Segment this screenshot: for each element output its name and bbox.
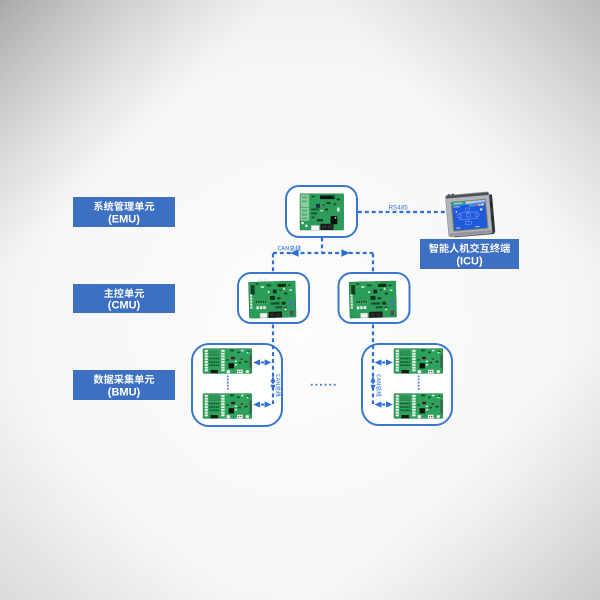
svg-text:(BMU): (BMU) (108, 386, 141, 398)
svg-text:(ICU): (ICU) (456, 255, 483, 267)
svg-text:(CMU): (CMU) (108, 299, 141, 311)
svg-text:(EMU): (EMU) (108, 213, 140, 225)
svg-text:RS485: RS485 (389, 204, 409, 211)
